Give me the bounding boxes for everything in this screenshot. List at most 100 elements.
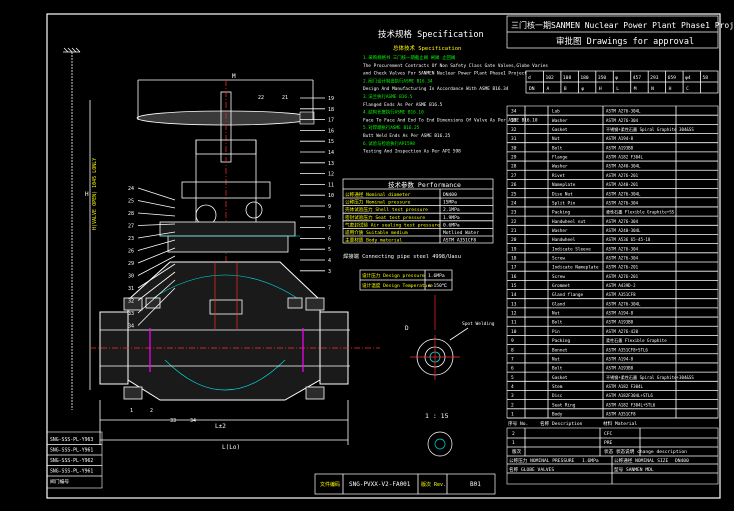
size-header: 659	[668, 75, 677, 81]
part-number: 8	[511, 347, 514, 353]
part-number: 2	[511, 402, 514, 408]
part-number: 23	[511, 210, 517, 216]
callout-number: 33	[170, 418, 176, 424]
performance-title: 技术参数 Performance	[388, 180, 461, 189]
part-name: Nut	[552, 136, 560, 142]
part-material: ASTM A194-8	[606, 311, 634, 316]
part-name: Nameplate	[552, 182, 576, 188]
part-material: ASTM A351CF8+STL6	[606, 347, 648, 352]
dimension-l1: L±2	[215, 423, 226, 430]
part-number: 6	[511, 366, 514, 372]
callout-number: 31	[128, 286, 134, 292]
spec-items: 1.采购规格书 三门核一期截止阀 闸阀 止回阀 The Procurement C…	[363, 54, 548, 155]
part-number: 20	[511, 237, 517, 243]
part-material: ASTM A193B8	[606, 145, 634, 150]
size-header: φ	[615, 76, 618, 81]
part-name: Indicate Sleeve	[552, 246, 591, 252]
part-number: 26	[511, 182, 517, 188]
spec-item: Face To Face And End To End Dimensions O…	[363, 117, 538, 123]
size-sub: B	[564, 86, 567, 92]
part-material: 柔性石墨 Flexible Graphite	[606, 337, 667, 343]
drawing-number-label: 文件编码	[320, 481, 340, 488]
size-sub: DN	[529, 86, 535, 92]
valve-type-label: 名称 GLOBE VALVES	[509, 466, 554, 473]
callout-number: 21	[282, 95, 288, 101]
part-material: 柔性石墨 Flexible Graphite+SS	[606, 209, 675, 215]
project-title: 三门核一期SANMEN Nuclear Power Plant Phase1 P…	[511, 20, 734, 30]
size-header: 180	[580, 75, 589, 81]
spec-subtitle: 总体技术 Specification	[393, 44, 461, 52]
part-number: 15	[511, 283, 517, 289]
part-material: ASTM A240-201	[606, 182, 639, 187]
title-block: 三门核一期SANMEN Nuclear Power Plant Phase1 P…	[506, 15, 734, 49]
part-number: 16	[511, 274, 517, 280]
design-label: 设计压力 Design pressure	[362, 272, 425, 279]
size-sub: H	[599, 86, 602, 92]
size-sub: H	[669, 86, 672, 92]
part-material: ASTM A182 F304L+STL6	[606, 402, 656, 407]
drawing-number-block: 文件编码 SNG-PVXX-V2-FA001 版次 Rev. B01	[314, 473, 496, 495]
part-material: ASTM A276-304	[606, 246, 639, 251]
spec-item: 6.试验与检验执行API598	[363, 140, 415, 147]
part-number: 5	[511, 375, 514, 381]
spec-item: 1.采购规格书 三门核一期截止阀 闸阀 止回阀	[363, 54, 455, 61]
part-material: ASTM A194-8	[606, 356, 634, 361]
callout-number: 34	[128, 324, 134, 330]
part-number: 7	[511, 356, 514, 362]
part-name: Gland	[552, 301, 565, 307]
ground-symbol	[63, 47, 81, 410]
callout-number: 8	[328, 215, 331, 221]
rev-status: CFC	[604, 431, 613, 437]
part-material: ASTM A276-304L	[606, 301, 641, 306]
callout-number: 1	[130, 408, 133, 414]
part-name: Pin	[552, 329, 560, 335]
part-name: Disc	[552, 393, 563, 399]
callout-number: 34	[190, 418, 196, 424]
size-header: 102	[545, 75, 554, 81]
part-number: 13	[511, 301, 517, 307]
part-number: 30	[511, 145, 517, 151]
part-material: ASTM A351CF8	[606, 292, 636, 297]
part-name: Bolt	[552, 366, 563, 372]
part-material: ASTM A351CF8	[606, 412, 636, 417]
design-value: 1.6MPa	[428, 273, 445, 279]
rev-number: 1	[512, 440, 515, 446]
part-name: Washer	[552, 228, 568, 234]
part-number: 3	[511, 393, 514, 399]
callout-number: 19	[328, 96, 334, 102]
size-header: 58	[703, 75, 709, 81]
dimension-h-label: H(VALVE OPEN) 1045 LONLY	[92, 158, 98, 230]
performance-value: Motlied Water	[443, 230, 479, 236]
callout-number: 29	[128, 261, 134, 267]
callout-number: 15	[328, 139, 334, 145]
callout-number: 24	[128, 186, 134, 192]
part-number: 21	[511, 228, 517, 234]
spec-item: The Procurement Contracts Of Non Safety …	[363, 63, 548, 69]
callout-number: 33	[128, 311, 134, 317]
part-name: Handwheel	[552, 237, 576, 243]
detail-d-label: D	[405, 325, 409, 332]
part-name: Washer	[552, 118, 568, 124]
part-number: 4	[511, 384, 514, 390]
part-number: 25	[511, 191, 517, 197]
part-name: Lub	[552, 109, 560, 115]
valve-number: 阀门编号	[50, 478, 69, 485]
outer-frame	[46, 13, 721, 499]
valve-numbers: SNG-SSS-PL-Y963SNG-SSS-PL-Y961SNG-SSS-PL…	[46, 431, 103, 489]
part-number: 28	[511, 164, 517, 170]
size-sub: φ	[581, 87, 584, 92]
callout-number: 13	[328, 161, 334, 167]
callout-number: 18	[328, 107, 334, 113]
callout-number: 32	[128, 299, 134, 305]
part-number: 10	[511, 329, 517, 335]
rev-label: 版次 Rev.	[421, 481, 446, 488]
part-material: ASTM A182F304L+STL6	[606, 393, 653, 398]
drawing-number: SNG-PVXX-V2-FA001	[349, 481, 411, 488]
part-number: 9	[511, 338, 514, 344]
nominal-size-label: 公称通径 NOMINAL SIZE	[614, 457, 669, 464]
